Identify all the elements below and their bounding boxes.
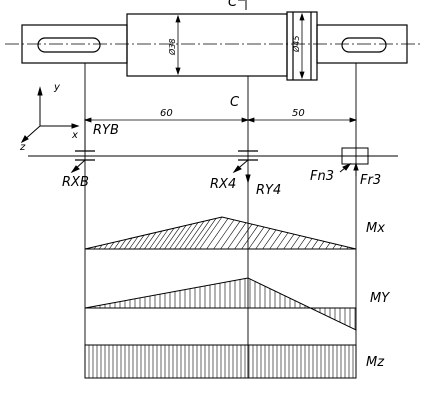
diameter-callouts	[175, 12, 305, 80]
coordinate-system	[20, 86, 80, 144]
axis-x-label: x	[71, 130, 78, 141]
reaction-rx4-arrow	[232, 159, 249, 174]
force-fr3-arrow	[353, 162, 359, 176]
reaction-ry4-label: RY4	[256, 183, 281, 198]
shaft	[21, 11, 408, 81]
gear-load-box	[341, 147, 369, 165]
reaction-rx3-arrow	[70, 159, 86, 174]
axis-z-label: z	[19, 142, 26, 153]
keyway-left	[37, 37, 101, 53]
dimension-right: 50	[292, 108, 305, 119]
reaction-ry3-label: RYB	[93, 123, 119, 138]
diameter-collar-label: Ø45	[291, 36, 301, 53]
vertical-reference-lines	[84, 63, 357, 378]
axis-y-label: y	[53, 82, 61, 93]
force-fn3-arrow	[339, 162, 352, 173]
moment-mx-label: Mx	[366, 221, 385, 236]
reaction-ry4-arrow	[245, 174, 251, 184]
dimension-left: 60	[160, 108, 173, 119]
diameter-main-label: Ø38	[167, 39, 177, 56]
force-fn3-label: Fn3	[310, 169, 334, 184]
keyway-right	[341, 37, 387, 53]
moment-my-label: MY	[370, 291, 390, 306]
moment-diagram-mx	[84, 216, 357, 250]
dimension-lines	[83, 117, 358, 123]
section-mark-top: C	[228, 0, 238, 10]
section-mark-c: C	[230, 95, 240, 110]
reaction-rx4-label: RX4	[210, 177, 236, 192]
force-fr3-label: Fr3	[360, 173, 381, 188]
shaft-main-body	[126, 13, 288, 77]
reaction-rx3-label: RXB	[62, 175, 89, 190]
torque-diagram-mz	[84, 344, 357, 379]
torque-mz-label: Mz	[366, 355, 385, 370]
moment-diagram-my	[84, 277, 357, 331]
